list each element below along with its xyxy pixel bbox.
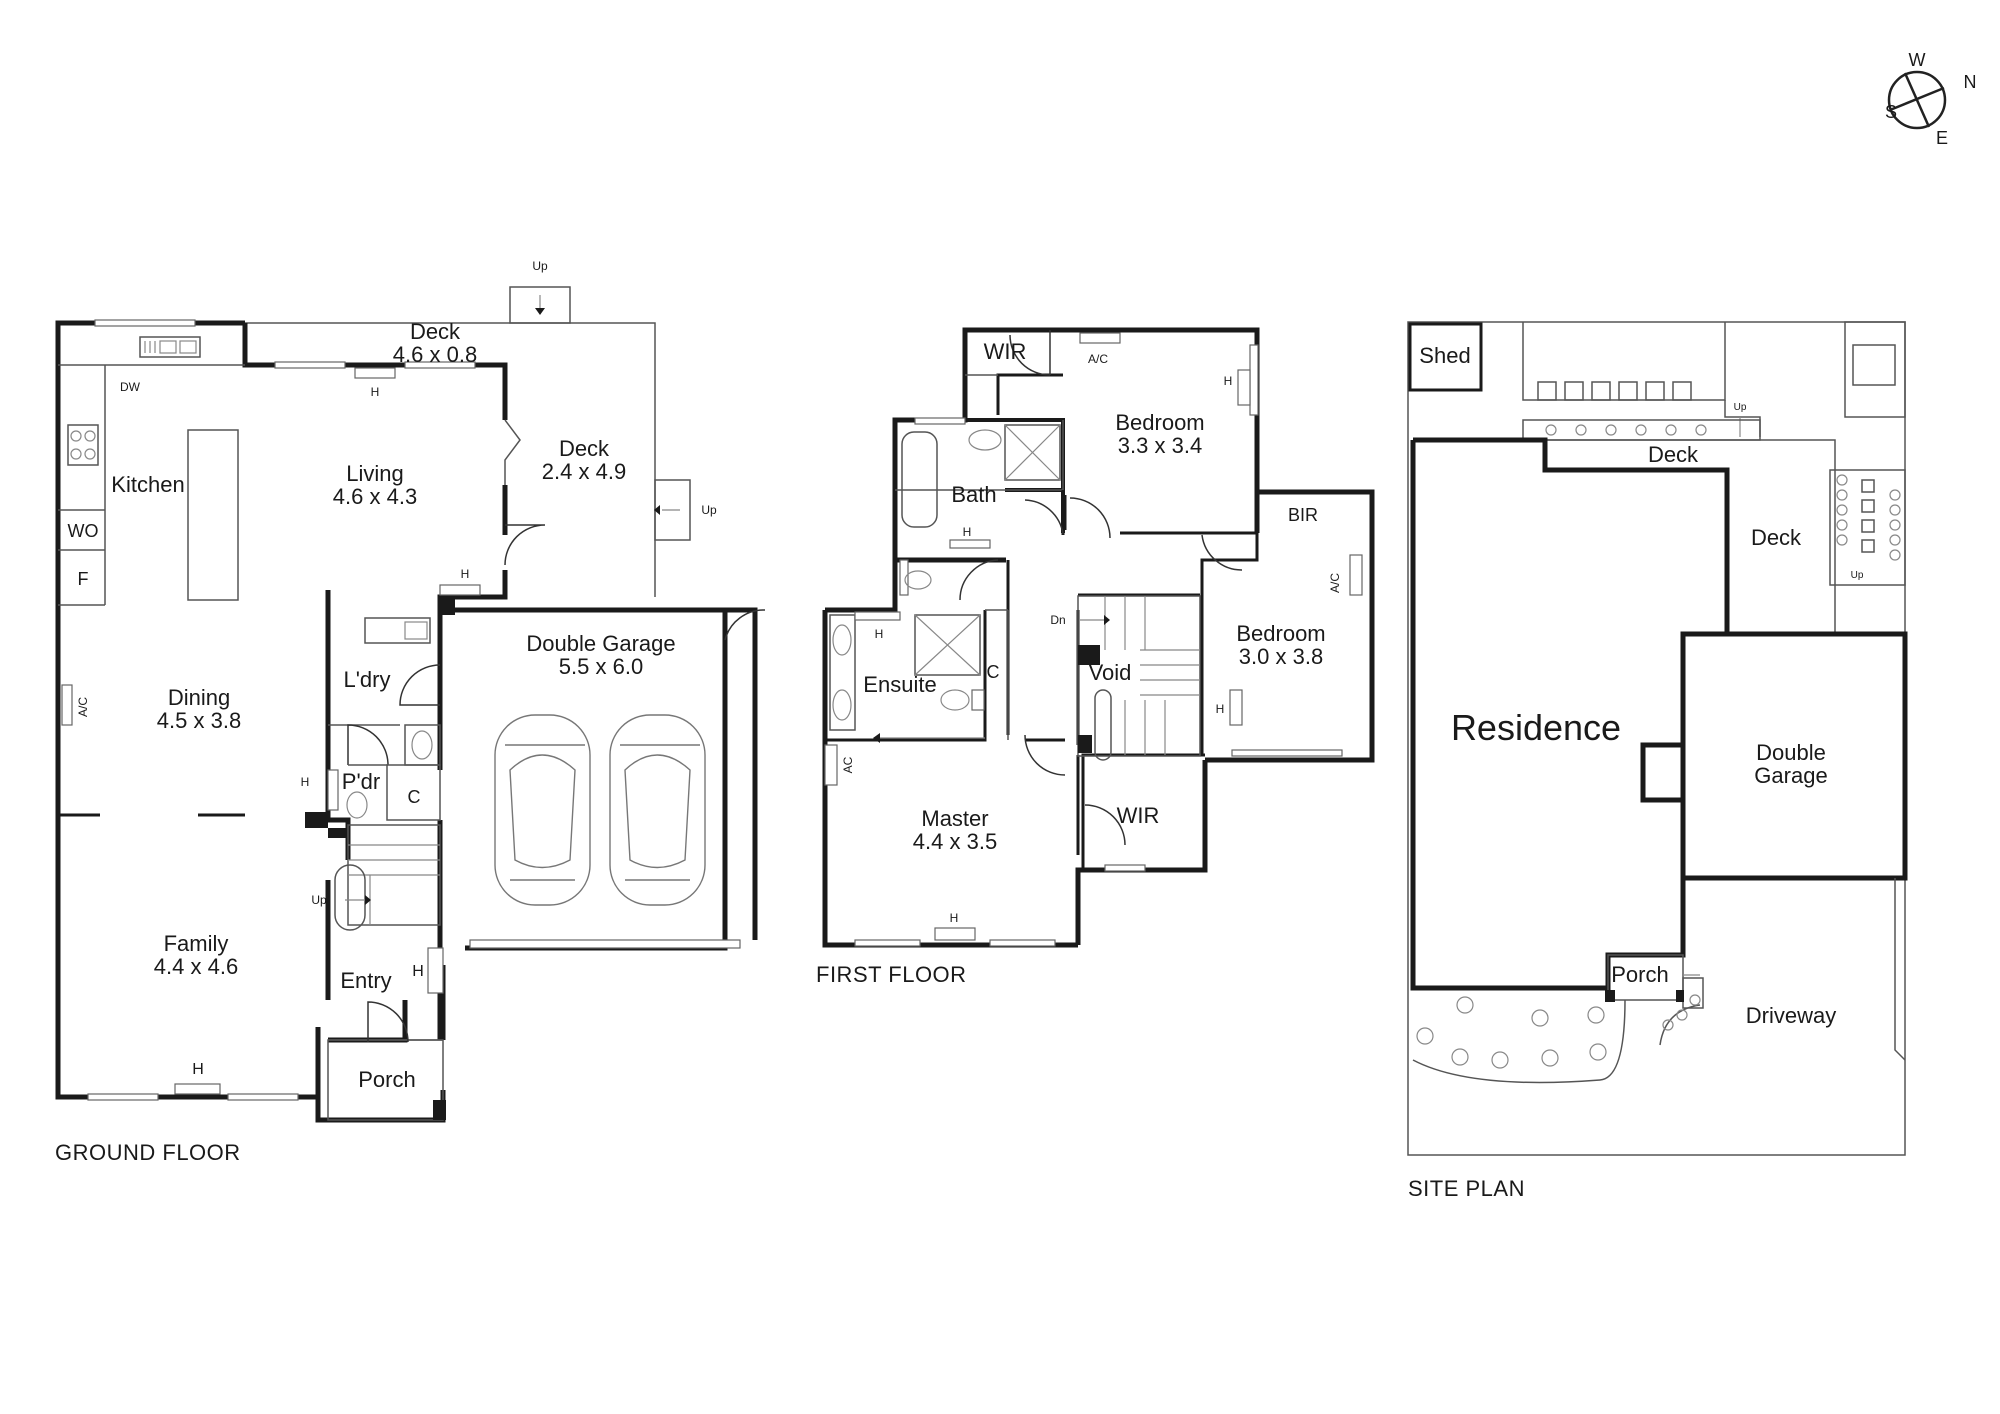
bedroom2-label: Bedroom	[1236, 621, 1325, 646]
bir-label: BIR	[1288, 505, 1318, 525]
heater-label: H	[412, 963, 424, 980]
plant-icon	[1416, 994, 1701, 1069]
cupboard-label: C	[408, 787, 421, 807]
void-label: Void	[1089, 660, 1132, 685]
bedroom1-label: Bedroom	[1115, 410, 1204, 435]
heater-label: H	[1216, 702, 1225, 716]
heater-label: H	[963, 525, 972, 539]
first-floor-title: FIRST FLOOR	[816, 962, 967, 987]
deck-side-dim: 2.4 x 4.9	[542, 459, 626, 484]
wir-label: WIR	[1117, 803, 1160, 828]
ground-floor-plan: Deck 4.6 x 0.8 Deck 2.4 x 4.9 Kitchen Li…	[55, 259, 766, 1165]
dining-dim: 4.5 x 3.8	[157, 708, 241, 733]
kitchen-label: Kitchen	[111, 472, 184, 497]
heater-label: H	[461, 567, 470, 581]
master-dim: 4.4 x 3.5	[913, 829, 997, 854]
bath-label: Bath	[951, 482, 996, 507]
heater-label: H	[1224, 374, 1233, 388]
ensuite-label: Ensuite	[863, 672, 936, 697]
heater-label: H	[875, 627, 884, 641]
porch-label: Porch	[1611, 962, 1668, 987]
residence-label: Residence	[1451, 707, 1621, 748]
bedroom2-dim: 3.0 x 3.8	[1239, 644, 1323, 669]
heater-label: H	[950, 911, 959, 925]
car-icon	[494, 714, 591, 906]
compass-icon: W N S E	[1885, 50, 1977, 148]
deck-label: Deck	[1751, 525, 1802, 550]
dining-label: Dining	[168, 685, 230, 710]
deck-label: Deck	[1648, 442, 1699, 467]
deck-side-label: Deck	[559, 436, 610, 461]
stair-up-label: Up	[311, 893, 327, 907]
stair-down-label: Dn	[1050, 613, 1065, 627]
stair-up-label: Up	[532, 259, 548, 273]
stair-up-label: Up	[701, 503, 717, 517]
compass-w: W	[1909, 50, 1926, 70]
ac-label: A/C	[1328, 573, 1342, 593]
deck-top-label: Deck	[410, 319, 461, 344]
first-floor-plan: WIR A/C Bedroom 3.3 x 3.4 H Bath H BIR A…	[816, 327, 1375, 987]
wir-label: WIR	[984, 339, 1027, 364]
compass-s: S	[1885, 102, 1897, 122]
compass-e: E	[1936, 128, 1948, 148]
deck-top-dim: 4.6 x 0.8	[393, 342, 477, 367]
ac-label: A/C	[76, 697, 90, 717]
powder-label: P'dr	[342, 769, 380, 794]
master-label: Master	[921, 806, 988, 831]
living-label: Living	[346, 461, 403, 486]
stair-up-label: Up	[1734, 402, 1747, 413]
heater-label: H	[371, 385, 380, 399]
wall-oven-label: WO	[68, 521, 99, 541]
entry-label: Entry	[340, 968, 391, 993]
garage-label: Double Garage	[526, 631, 675, 656]
living-dim: 4.6 x 4.3	[333, 484, 417, 509]
plant-icon	[1836, 474, 1901, 561]
laundry-label: L'dry	[344, 667, 391, 692]
stair-up-label: Up	[1851, 570, 1864, 581]
car-icon	[609, 714, 706, 906]
dishwasher-label: DW	[120, 380, 141, 394]
garage-dim: 5.5 x 6.0	[559, 654, 643, 679]
ground-floor-title: GROUND FLOOR	[55, 1140, 241, 1165]
site-plan-title: SITE PLAN	[1408, 1176, 1525, 1201]
family-dim: 4.4 x 4.6	[154, 954, 238, 979]
heater-label: H	[301, 775, 310, 789]
bedroom1-dim: 3.3 x 3.4	[1118, 433, 1202, 458]
shed-label: Shed	[1419, 343, 1470, 368]
cupboard-label: C	[987, 662, 1000, 682]
compass-n: N	[1964, 72, 1977, 92]
ac-label: AC	[841, 756, 855, 773]
family-label: Family	[164, 931, 229, 956]
porch-label: Porch	[358, 1067, 415, 1092]
ac-label: A/C	[1088, 352, 1108, 366]
heater-label: H	[192, 1061, 204, 1078]
driveway-label: Driveway	[1746, 1003, 1836, 1028]
fridge-label: F	[78, 569, 89, 589]
plant-icon	[1545, 424, 1707, 436]
